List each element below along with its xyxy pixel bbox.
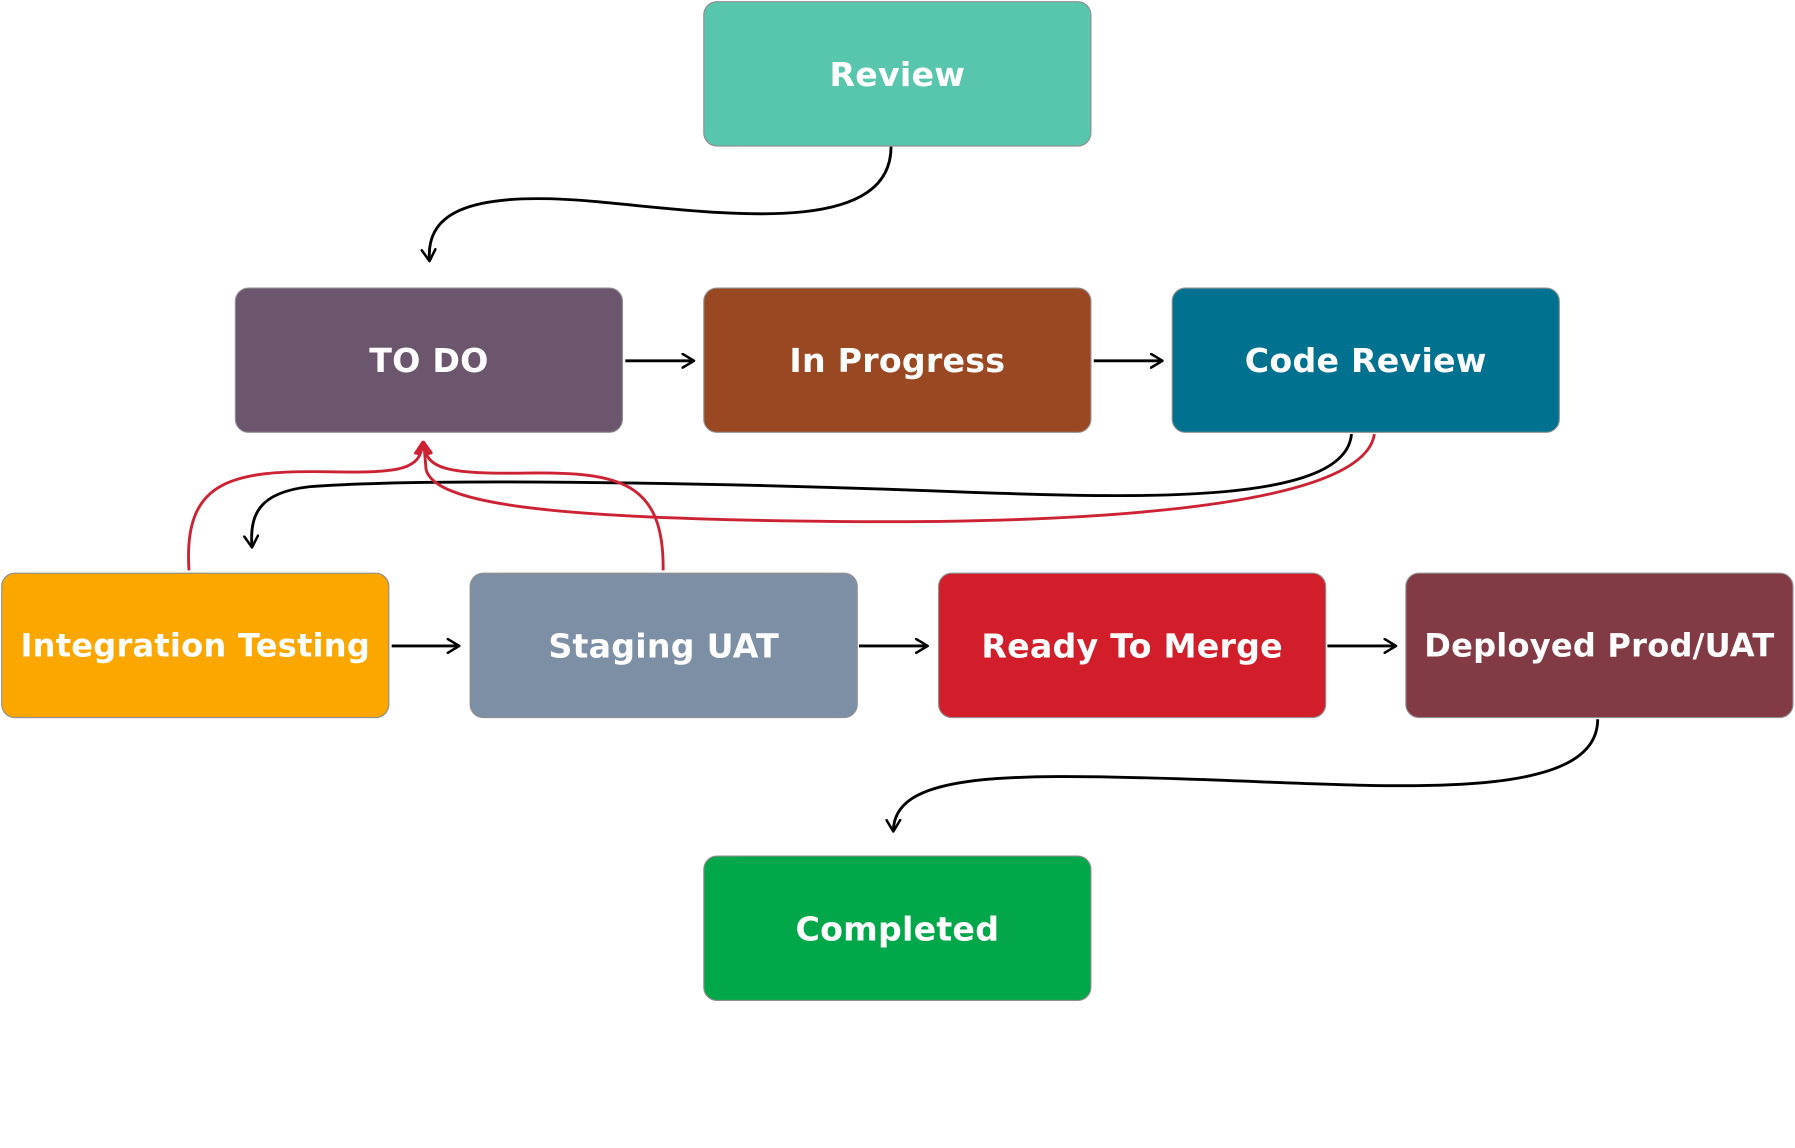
node-ready-to-merge[interactable]: Ready To Merge: [938, 572, 1327, 719]
node-completed-label: Completed: [795, 908, 1000, 948]
node-integration-testing[interactable]: Integration Testing: [1, 572, 390, 719]
node-todo-label: TO DO: [369, 340, 489, 380]
edge-codereview-to-todo-return: [424, 433, 1376, 524]
node-review[interactable]: Review: [703, 1, 1092, 147]
edges-layer: [187, 146, 1600, 1002]
edge-deployed-to-completed: [893, 719, 1600, 831]
node-staging-uat[interactable]: Staging UAT: [469, 572, 858, 719]
edge-codereview-to-integration: [252, 433, 1353, 547]
node-in-progress-label: In Progress: [789, 340, 1006, 380]
node-review-label: Review: [829, 54, 966, 94]
node-deployed-prod-uat-label: Deployed Prod/UAT: [1424, 626, 1775, 665]
node-todo[interactable]: TO DO: [234, 287, 624, 433]
node-code-review[interactable]: Code Review: [1171, 287, 1560, 433]
node-integration-testing-label: Integration Testing: [20, 626, 371, 665]
node-deployed-prod-uat[interactable]: Deployed Prod/UAT: [1405, 572, 1794, 719]
edge-integration-to-todo-return: [187, 442, 422, 571]
edge-review-to-todo: [429, 146, 893, 262]
node-ready-to-merge-label: Ready To Merge: [981, 625, 1283, 665]
node-in-progress[interactable]: In Progress: [703, 287, 1092, 433]
node-completed[interactable]: Completed: [703, 855, 1092, 1001]
node-staging-uat-label: Staging UAT: [548, 625, 780, 665]
node-code-review-label: Code Review: [1244, 340, 1487, 380]
edge-staging-to-todo-return: [424, 442, 665, 571]
